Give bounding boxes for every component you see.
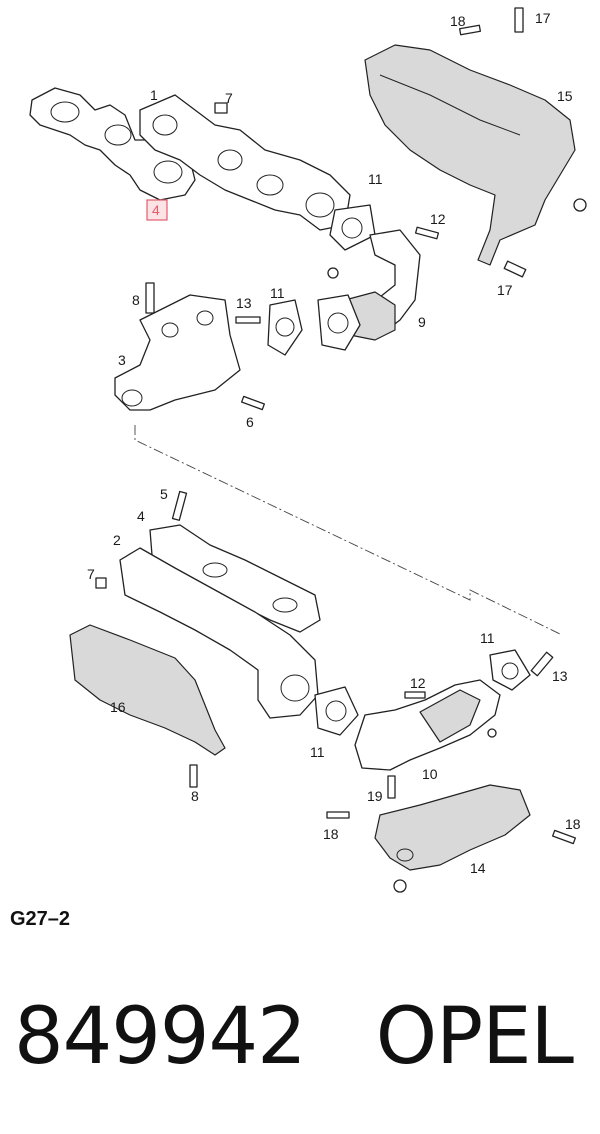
callout-8-upper: 8: [132, 292, 140, 308]
heat-shield-15: [364, 44, 576, 266]
part-number: 849942: [14, 992, 307, 1082]
callout-4-highlight: 4: [152, 202, 160, 218]
callout-6: 6: [246, 414, 254, 430]
connection-line: [134, 425, 563, 636]
callout-7-lower: 7: [87, 566, 95, 582]
callout-7-upper: 7: [225, 90, 233, 106]
callout-9: 9: [418, 314, 426, 330]
part-info: 849942 OPEL: [14, 992, 594, 1082]
callout-18-top: 18: [450, 13, 466, 29]
callout-2: 2: [113, 532, 121, 548]
callout-10: 10: [422, 766, 438, 782]
gasket-11-mid-a: [267, 299, 303, 356]
callout-12-upper: 12: [430, 211, 446, 227]
callout-14: 14: [470, 860, 486, 876]
turbo-bracket-3: [114, 294, 241, 411]
exhaust-manifold-upper: [139, 94, 351, 231]
callout-8-lower: 8: [191, 788, 199, 804]
gasket-11-lower-b: [489, 649, 531, 691]
gasket-11-mid-b: [317, 294, 361, 351]
callout-12-lower: 12: [410, 675, 426, 691]
exhaust-manifold-lower-2: [119, 547, 319, 719]
gasket-upper: [29, 87, 196, 201]
exploded-parts-diagram: 1 4 7 18 17 15 11 12 17 8 13 11 9 3 6 5 …: [29, 7, 587, 893]
callout-11-upper: 11: [368, 171, 383, 187]
callout-18-lower-left: 18: [323, 826, 339, 842]
figure-code: G27–2: [10, 908, 71, 930]
callout-5: 5: [160, 486, 168, 502]
callout-15: 15: [557, 88, 573, 104]
pipe-10: [354, 679, 501, 771]
callout-17-top: 17: [535, 10, 551, 26]
callout-17-mid: 17: [497, 282, 513, 298]
callout-3: 3: [118, 352, 126, 368]
callout-19: 19: [367, 788, 383, 804]
gasket-11-lower-a: [314, 686, 359, 736]
gasket-11-upper: [329, 204, 376, 251]
heat-shield-16: [69, 624, 226, 756]
converter-14: [374, 784, 531, 871]
brand-name: OPEL: [375, 992, 574, 1082]
callout-18-lower-right: 18: [565, 816, 581, 832]
callout-11-mid: 11: [270, 285, 285, 301]
callout-1: 1: [150, 87, 158, 103]
callout-11-lower-left: 11: [310, 744, 325, 760]
callout-16: 16: [110, 699, 126, 715]
callout-11-lower-right: 11: [480, 630, 495, 646]
callout-13-upper: 13: [236, 295, 252, 311]
fasteners: [95, 7, 587, 893]
callout-4-lower: 4: [137, 508, 145, 524]
callout-13-lower: 13: [552, 668, 568, 684]
callout-4-highlight-box[interactable]: [146, 199, 168, 221]
